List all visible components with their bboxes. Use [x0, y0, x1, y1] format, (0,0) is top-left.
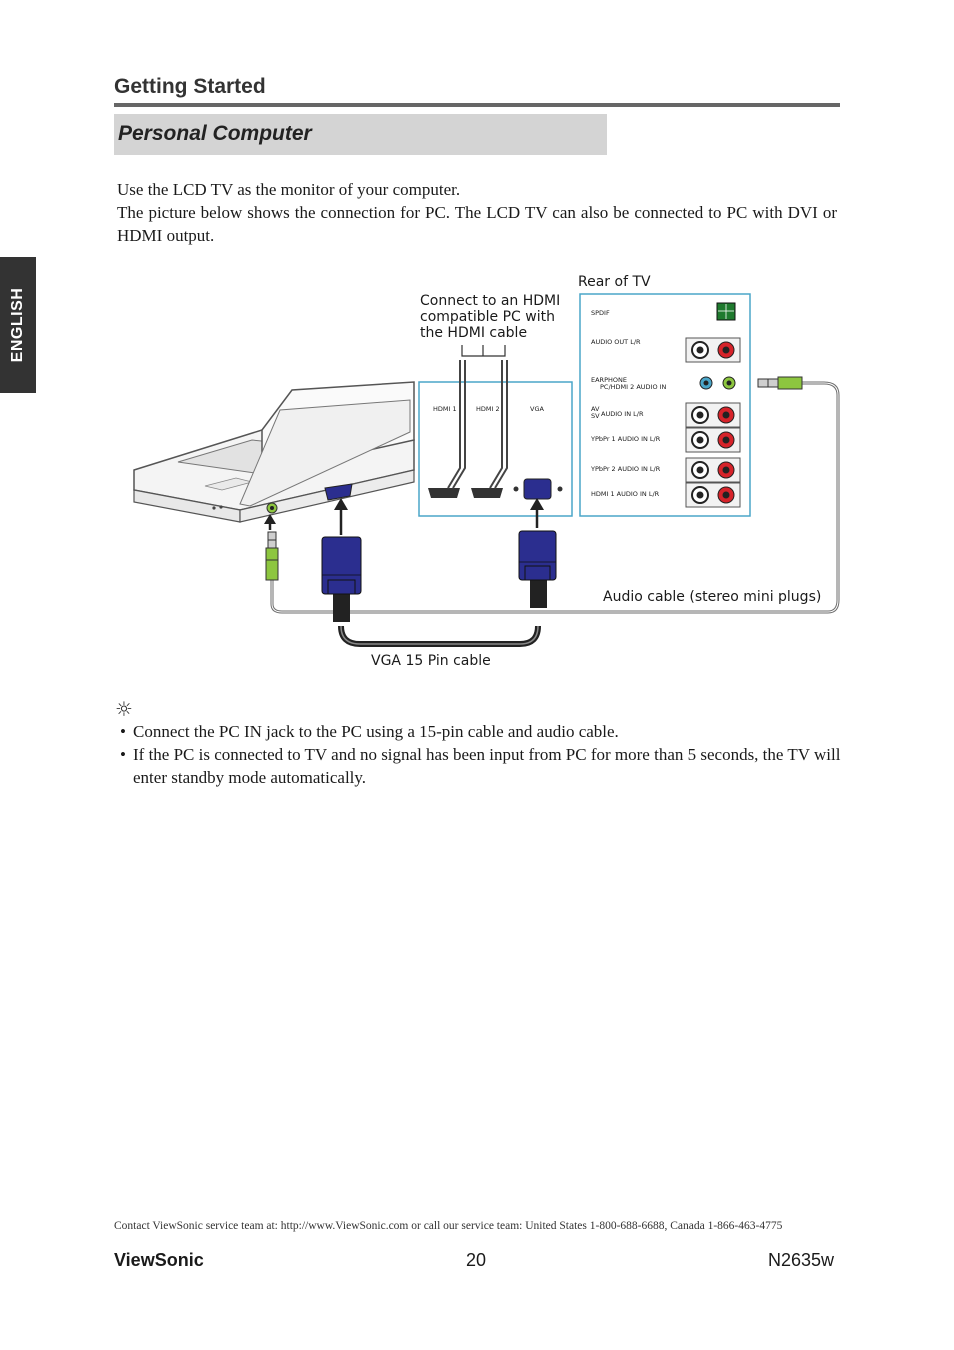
audio-cable — [265, 376, 840, 614]
hdmi-note-bracket — [461, 345, 506, 357]
sun-icon: ☼ — [115, 697, 133, 721]
hdmi1-port-label: HDMI 1 — [433, 405, 457, 413]
intro-line: The picture below shows the connection f… — [117, 203, 837, 245]
ypbpr2-label: YPbPr 2 AUDIO IN L/R — [590, 465, 661, 473]
page-number: 20 — [466, 1250, 487, 1270]
contact-line: Contact ViewSonic service team at: http:… — [114, 1220, 783, 1232]
audio-cable-label: Audio cable (stereo mini plugs) — [603, 589, 821, 605]
model-number: N2635w — [768, 1250, 835, 1270]
page-title: Personal Computer — [118, 122, 312, 145]
spdif-label: SPDIF — [591, 309, 610, 317]
rca-jacks — [685, 337, 741, 508]
audio-out-label: AUDIO OUT L/R — [591, 338, 641, 346]
footer-brand: ViewSonic — [114, 1250, 204, 1270]
av-audio-label: AUDIO IN L/R — [601, 410, 644, 418]
laptop-illustration — [133, 381, 415, 523]
av-label: AV — [591, 405, 600, 413]
tv-rear-panel: SPDIF AUDIO OUT L/R EARPHONE PC/HDMI 2 A… — [579, 293, 751, 517]
pc-audio-label: PC/HDMI 2 AUDIO IN — [600, 383, 667, 391]
hdmi-note-line3: the HDMI cable — [420, 325, 527, 341]
earphone-label: EARPHONE — [591, 376, 627, 384]
language-tab: ENGLISH — [0, 257, 36, 393]
vga-cable — [321, 530, 557, 647]
intro-line: Use the LCD TV as the monitor of your co… — [117, 180, 461, 199]
hdmi-note-line1: Connect to an HDMI — [420, 293, 560, 309]
hdmi1-audio-label: HDMI 1 AUDIO IN L/R — [591, 490, 660, 498]
intro-text: Use the LCD TV as the monitor of your co… — [117, 178, 837, 247]
section-title: Getting Started — [114, 75, 266, 98]
section-divider — [114, 103, 840, 107]
hdmi2-port-label: HDMI 2 — [476, 405, 500, 413]
connection-diagram: HDMI 1 HDMI 2 VGA SPDIF AUDIO OUT L/R EA… — [133, 274, 840, 669]
hdmi2-port — [471, 488, 503, 498]
connection-arrows — [264, 498, 544, 535]
tv-side-panel: HDMI 1 HDMI 2 VGA — [418, 381, 573, 517]
hdmi1-port — [428, 488, 460, 498]
hdmi-note-line2: compatible PC with — [420, 309, 555, 325]
sv-label: SV — [591, 412, 600, 420]
list-item: If the PC is connected to TV and no sign… — [120, 743, 842, 789]
vga-port — [523, 478, 552, 500]
ypbpr1-label: YPbPr 1 AUDIO IN L/R — [590, 435, 661, 443]
list-item: Connect the PC IN jack to the PC using a… — [120, 720, 842, 743]
vga-cable-label: VGA 15 Pin cable — [371, 653, 491, 669]
tip-list: Connect the PC IN jack to the PC using a… — [120, 720, 842, 789]
hdmi-cables — [447, 360, 508, 489]
rear-of-tv-label: Rear of TV — [578, 274, 651, 290]
subsection-banner — [114, 114, 607, 155]
vga-port-label: VGA — [530, 405, 544, 413]
